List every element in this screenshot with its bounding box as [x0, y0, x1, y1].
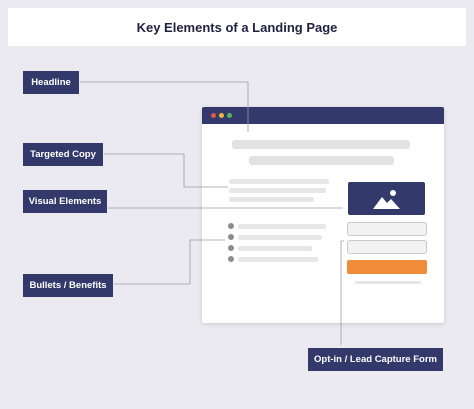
bullet-icon [228, 234, 234, 240]
bullet-text-line [238, 235, 322, 240]
label-bullets-benefits: Bullets / Benefits [23, 274, 113, 297]
copy-placeholder-line-1 [229, 179, 329, 184]
page-title: Key Elements of a Landing Page [136, 19, 338, 35]
form-input-field-2 [347, 240, 427, 254]
bullet-icon [228, 245, 234, 251]
copy-placeholder-line-3 [229, 197, 314, 202]
bullet-text-line [238, 246, 312, 251]
form-submit-button [347, 260, 427, 274]
minimize-dot-icon [219, 113, 224, 118]
bullet-text-line [238, 224, 326, 229]
bullet-icon [228, 256, 234, 262]
headline-placeholder-line-1 [232, 140, 410, 149]
maximize-dot-icon [227, 113, 232, 118]
bullet-text-line [238, 257, 318, 262]
label-visual-elements: Visual Elements [23, 190, 107, 213]
browser-title-bar [202, 107, 444, 124]
close-dot-icon [211, 113, 216, 118]
label-optin-form: Opt-in / Lead Capture Form [308, 348, 443, 371]
form-footnote-line [355, 281, 421, 284]
form-input-field-1 [347, 222, 427, 236]
label-targeted-copy: Targeted Copy [23, 143, 103, 166]
copy-placeholder-line-2 [229, 188, 326, 193]
bullet-icon [228, 223, 234, 229]
visual-placeholder [348, 182, 425, 215]
label-headline: Headline [23, 71, 79, 94]
title-banner: Key Elements of a Landing Page [8, 8, 466, 46]
image-icon [373, 190, 400, 209]
browser-window-mockup [202, 107, 444, 323]
headline-placeholder-line-2 [249, 156, 394, 165]
